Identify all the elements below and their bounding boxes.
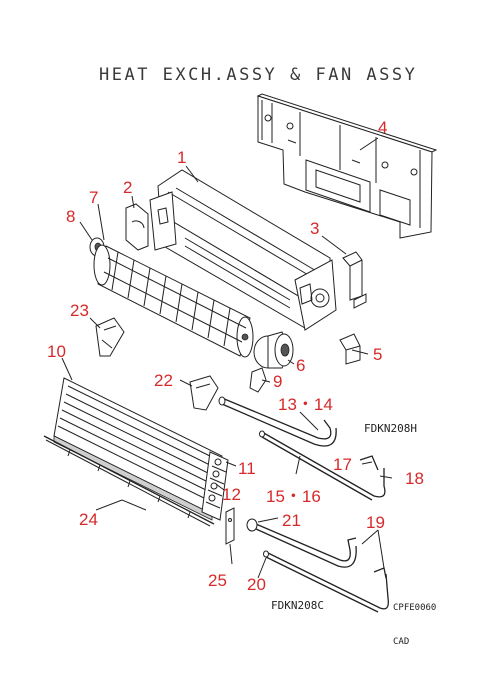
- label-part-8: 8: [66, 207, 75, 226]
- motor-clamp-drawing: [339, 333, 361, 365]
- label-part-7: 7: [89, 188, 98, 207]
- label-part-21: 21: [282, 511, 301, 530]
- mounting-plate-drawing: [256, 93, 438, 239]
- holder-drawing: [189, 375, 219, 411]
- label-part-4: 4: [378, 118, 387, 137]
- cross-flow-fan-drawing: [93, 244, 254, 358]
- label-part-12: 12: [222, 485, 241, 504]
- label-part-17: 17: [333, 455, 352, 474]
- label-part-10: 10: [47, 342, 66, 361]
- label-part-13-14: 13・14: [278, 395, 333, 414]
- model-code-cooling: FDKN208C: [271, 599, 324, 612]
- label-part-20: 20: [247, 575, 266, 594]
- small-plate-drawing: [225, 507, 235, 545]
- clip-drawing: [249, 367, 267, 393]
- label-part-5: 5: [373, 345, 382, 364]
- part-number-labels: 1 2 3 4 5 6 7 8 9 10 11 12 13・14 15・16 1…: [47, 118, 424, 594]
- bearing-holder-drawing: [125, 203, 149, 251]
- label-part-25: 25: [208, 571, 227, 590]
- label-part-1: 1: [177, 148, 186, 167]
- diagram-title: HEAT EXCH.ASSY & FAN ASSY: [99, 65, 417, 85]
- fan-motor-drawing: [253, 331, 294, 369]
- label-part-9: 9: [273, 372, 282, 391]
- leader-lines: [61, 137, 393, 579]
- label-part-3: 3: [310, 219, 319, 238]
- heat-exchanger-drawing: [53, 377, 229, 521]
- drain-rail-drawing: [43, 435, 215, 527]
- label-part-22: 22: [154, 371, 173, 390]
- left-bracket-drawing: [95, 317, 125, 357]
- label-part-6: 6: [296, 356, 305, 375]
- bracket-drawing: [342, 251, 367, 309]
- label-part-24: 24: [79, 510, 98, 529]
- model-code-heat-pump: FDKN208H: [364, 422, 417, 435]
- label-part-19: 19: [366, 513, 385, 532]
- label-part-23: 23: [70, 301, 89, 320]
- pipe-set-lower-drawing: [246, 518, 389, 613]
- drawing-code: CPFE0060: [393, 603, 436, 613]
- label-part-15-16: 15・16: [266, 487, 321, 506]
- label-part-2: 2: [123, 178, 132, 197]
- chassis-drawing: [149, 169, 337, 331]
- pipe-set-upper-drawing: [218, 396, 386, 501]
- label-part-11: 11: [238, 459, 256, 478]
- footer-cad: CAD: [393, 637, 409, 647]
- label-part-18: 18: [405, 469, 424, 488]
